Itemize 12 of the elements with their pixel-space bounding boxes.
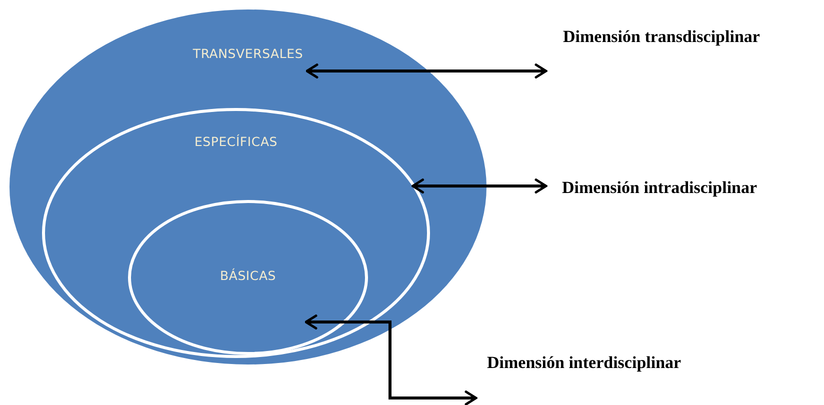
double-arrow: [306, 64, 548, 78]
double-arrow: [304, 314, 478, 405]
ellipse: [128, 200, 368, 355]
dimension-label: Dimensión interdisciplinar: [487, 353, 682, 373]
ellipse-label: BÁSICAS: [220, 268, 276, 283]
ellipse-label: TRANSVERSALES: [192, 46, 304, 61]
double-arrow: [412, 178, 548, 194]
ellipse: [42, 108, 430, 358]
ellipse: [8, 8, 488, 366]
dimension-label: Dimensión transdisciplinar: [563, 27, 760, 47]
dimension-label: Dimensión intradisciplinar: [562, 178, 758, 198]
ellipse-label: ESPECÍFICAS: [194, 134, 278, 149]
